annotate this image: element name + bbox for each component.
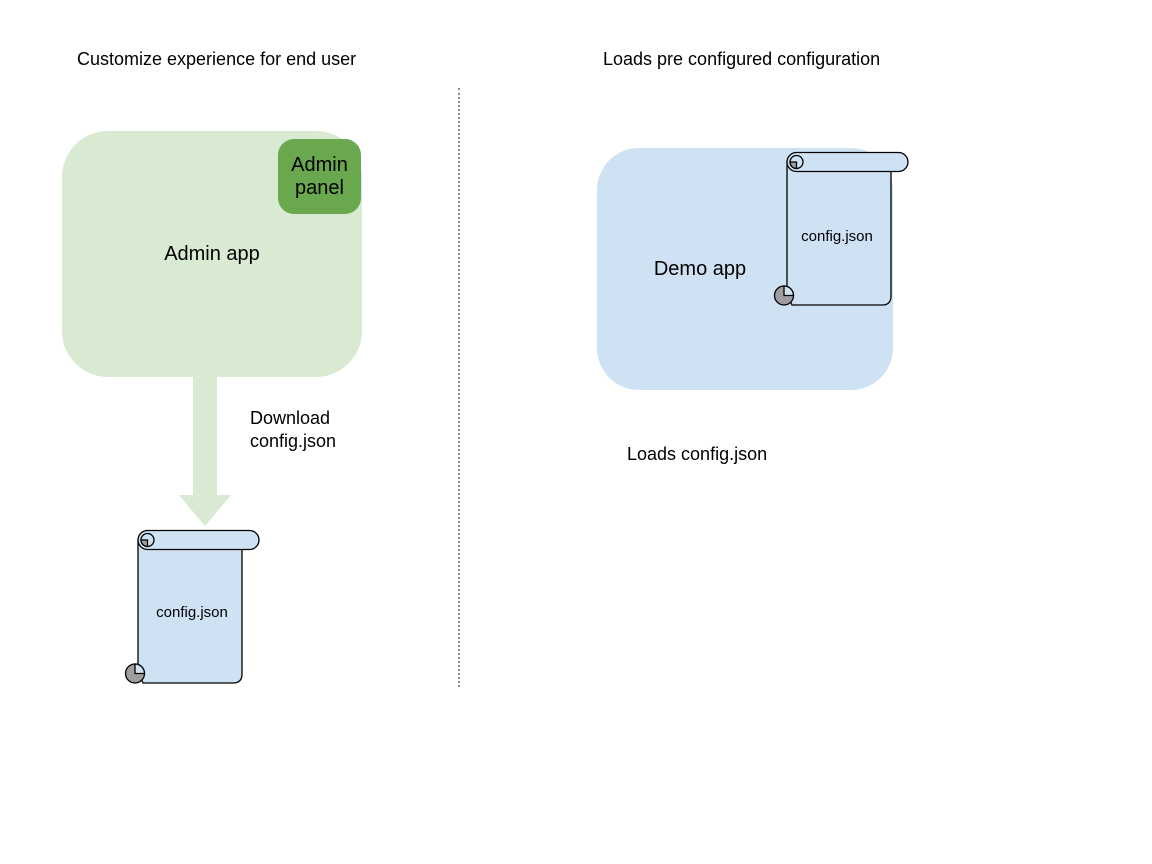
config-scroll-icon <box>124 529 260 684</box>
demo-app-label: Demo app <box>653 258 747 280</box>
section-divider <box>458 88 460 687</box>
scroll-bottom-curl-notch <box>783 285 795 297</box>
scroll-body <box>137 539 243 684</box>
admin-panel-label: Admin panel <box>291 153 348 199</box>
download-arrow-shaft <box>193 377 217 495</box>
config-scroll-icon <box>773 151 909 306</box>
download-arrow-head <box>179 495 231 526</box>
loads-caption: Loads config.json <box>627 444 768 464</box>
scroll-top-roll <box>786 151 909 173</box>
scroll-top-curl-shade <box>140 539 149 548</box>
config-json-label-left: config.json <box>156 604 228 621</box>
config-json-label-right: config.json <box>801 228 873 245</box>
scroll-top-roll <box>137 529 260 551</box>
right-section-title: Loads pre configured configuration <box>603 49 881 69</box>
admin-panel-box: Admin panel <box>278 139 361 214</box>
scroll-body <box>786 161 892 306</box>
admin-app-label: Admin app <box>164 243 260 265</box>
left-section-title: Customize experience for end user <box>77 49 357 69</box>
scroll-bottom-curl-notch <box>134 663 146 675</box>
scroll-top-curl-shade <box>789 161 798 170</box>
download-caption: Download config.json <box>250 408 337 451</box>
